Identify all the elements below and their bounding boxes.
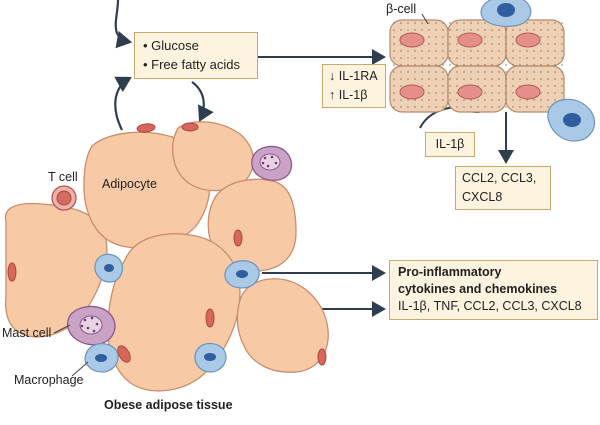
mast-cell xyxy=(251,145,293,181)
cytokine-title-line2: cytokines and chemokines xyxy=(398,282,558,296)
beta-cell-label: β-cell xyxy=(386,2,417,16)
islet-signal-box: ↓ IL-1RA ↑ IL-1β xyxy=(322,64,386,108)
arrow-nutrients-to-adipocyte xyxy=(191,81,214,122)
tissue-label: Obese adipose tissue xyxy=(104,398,233,412)
il1b-up: ↑ IL-1β xyxy=(329,88,368,102)
beta-cell-nucleus xyxy=(399,32,425,48)
nutrient-glucose: • Glucose xyxy=(143,38,199,53)
adipocyte-label: Adipocyte xyxy=(102,177,157,191)
mast-cell-leader xyxy=(53,324,71,334)
beta-cell-nucleus xyxy=(399,84,425,100)
adipocyte xyxy=(172,121,254,192)
beta-cell-leader xyxy=(421,13,429,25)
islet-macrophage-bottom xyxy=(547,98,596,142)
nutrients-box: • Glucose • Free fatty acids xyxy=(134,32,258,79)
islet-macrophage-top xyxy=(480,0,532,27)
arrow-adipocyte-to-nutrients xyxy=(114,76,132,131)
chemokines-line1: CCL2, CCL3, xyxy=(462,171,537,185)
arrow-top-in xyxy=(114,0,133,49)
cytokine-title-line1: Pro-inflammatory xyxy=(398,265,502,279)
mast-cell-label: Mast cell xyxy=(2,326,52,340)
mast-cell xyxy=(66,305,116,346)
macrophage-label: Macrophage xyxy=(14,373,84,387)
chemokines-line2: CXCL8 xyxy=(462,190,503,204)
beta-cell-nucleus xyxy=(457,32,483,48)
adipocyte-nuclei xyxy=(7,122,327,366)
macrophage-nuclei xyxy=(95,264,248,362)
nutrient-free-fatty-acids: • Free fatty acids xyxy=(143,57,241,72)
chemokines-box: CCL2, CCL3, CXCL8 xyxy=(455,166,551,210)
t-cell-label: T cell xyxy=(48,170,78,184)
cytokine-list: IL-1β, TNF, CCL2, CCL3, CXCL8 xyxy=(398,299,582,313)
beta-cell-nucleus xyxy=(457,84,483,100)
beta-cell-cluster xyxy=(389,13,565,113)
cytokine-box: Pro-inflammatory cytokines and chemokine… xyxy=(389,260,598,320)
il1b-box: IL-1β xyxy=(425,132,475,157)
beta-cell-nucleus xyxy=(515,84,541,100)
macrophage-leader xyxy=(71,361,89,377)
t-cell xyxy=(51,185,77,211)
il1ra-down: ↓ IL-1RA xyxy=(329,69,378,83)
il1b-text: IL-1β xyxy=(435,137,465,151)
adipocyte xyxy=(236,278,329,373)
beta-cell-nucleus xyxy=(515,32,541,48)
